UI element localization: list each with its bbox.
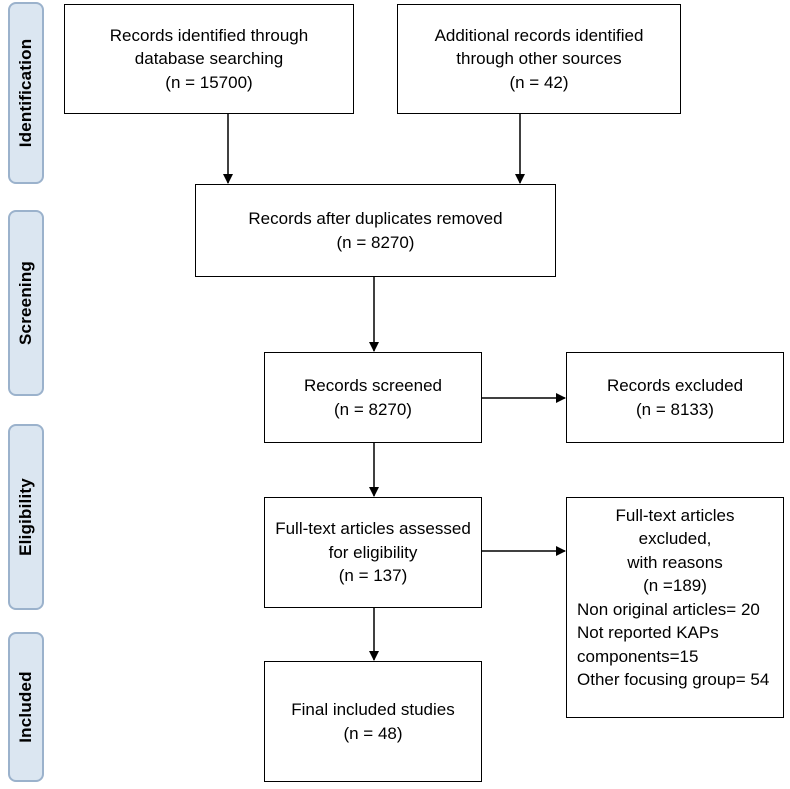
box-other-sources: Additional records identified through ot… — [397, 4, 681, 114]
box-fulltext-excluded: Full-text articles excluded, with reason… — [566, 497, 784, 718]
box-fulltext-assessed: Full-text articles assessed for eligibil… — [264, 497, 482, 608]
box-final-included: Final included studies (n = 48) — [264, 661, 482, 782]
box-database-search: Records identified through database sear… — [64, 4, 354, 114]
phase-label-included: Included — [8, 632, 44, 782]
exclusion-reason: components=15 — [577, 646, 699, 666]
phase-label-screening: Screening — [8, 210, 44, 396]
box-duplicates-removed: Records after duplicates removed (n = 82… — [195, 184, 556, 277]
box-records-excluded: Records excluded (n = 8133) — [566, 352, 784, 443]
exclusion-reason: Other focusing group= 54 — [577, 670, 770, 690]
box-records-screened: Records screened (n = 8270) — [264, 352, 482, 443]
exclusion-reason: Not reported KAPs — [577, 623, 719, 643]
phase-label-eligibility: Eligibility — [8, 424, 44, 610]
exclusion-reason: Non original articles= 20 — [577, 599, 760, 619]
phase-label-identification: Identification — [8, 2, 44, 184]
